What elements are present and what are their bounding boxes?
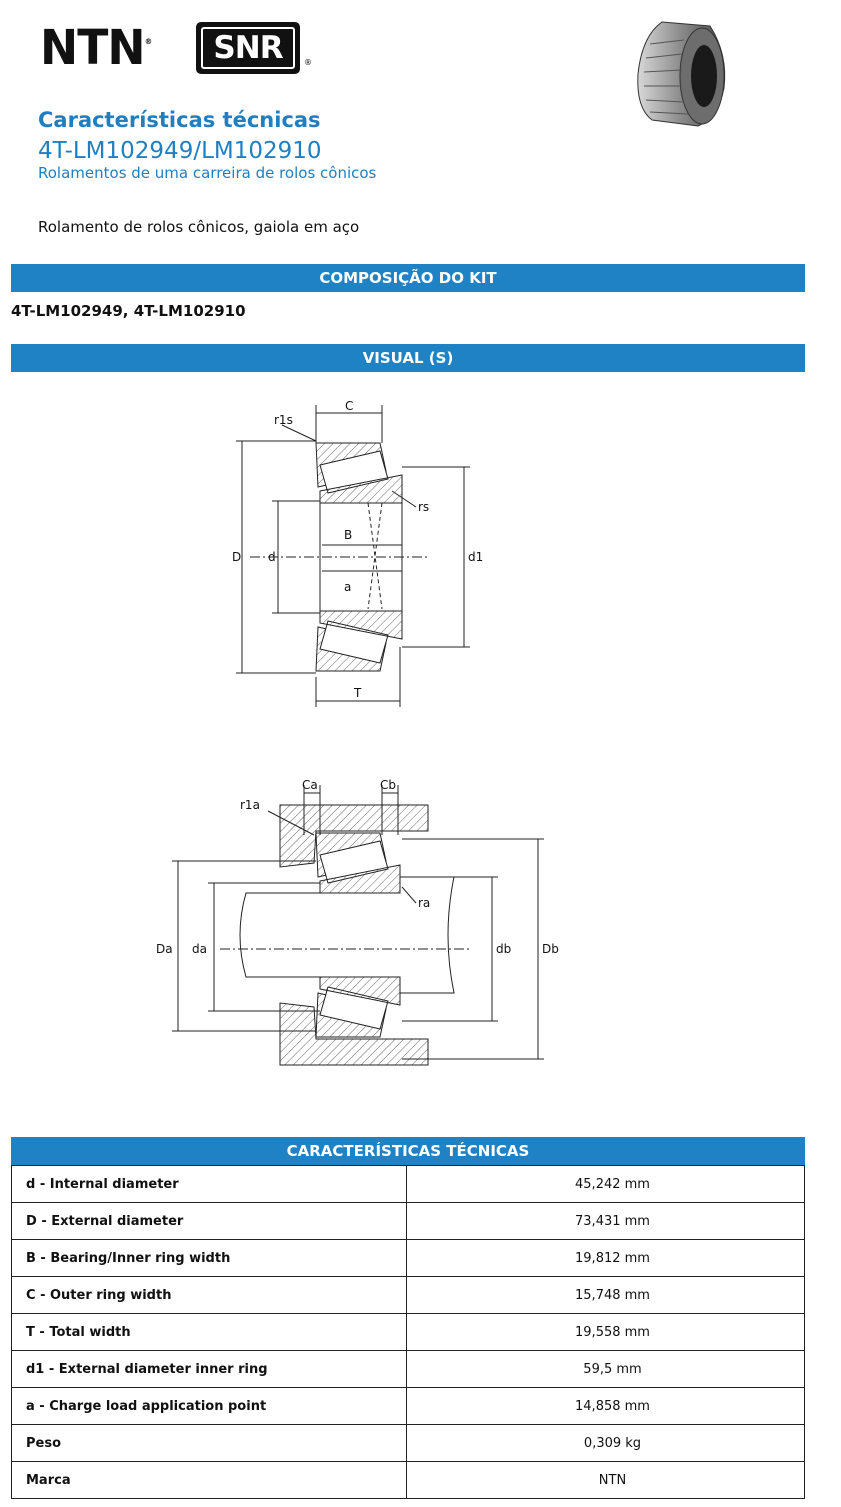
spec-label: d1 - External diameter inner ring xyxy=(11,1350,407,1388)
product-reference: 4T-LM102949/LM102910 xyxy=(38,138,322,164)
dim-label-D: D xyxy=(232,550,241,564)
dim-label-Cb: Cb xyxy=(380,778,396,792)
snr-logo: SNR xyxy=(196,22,300,74)
dim-label-a: a xyxy=(344,580,351,594)
ntn-logo: NTN® xyxy=(40,20,153,76)
bearing-product-image xyxy=(637,21,726,127)
dim-label-r1a: r1a xyxy=(240,798,260,812)
dim-label-db: db xyxy=(496,942,511,956)
spec-label: d - Internal diameter xyxy=(11,1165,407,1203)
kit-section-header: COMPOSIÇÃO DO KIT xyxy=(11,264,805,292)
dim-label-d1: d1 xyxy=(468,550,483,564)
bearing-dimension-drawing: C r1s rs D d d1 B a T xyxy=(232,399,483,707)
spec-label: C - Outer ring width xyxy=(11,1276,407,1314)
snr-registered-mark: ® xyxy=(304,58,312,67)
spec-value: 19,558 mm xyxy=(406,1313,805,1351)
dim-label-C: C xyxy=(345,399,353,413)
spec-value: 73,431 mm xyxy=(406,1202,805,1240)
product-subtitle: Rolamentos de uma carreira de rolos côni… xyxy=(38,164,377,182)
spec-value: 19,812 mm xyxy=(406,1239,805,1277)
spec-label: Marca xyxy=(11,1461,407,1499)
spec-label: a - Charge load application point xyxy=(11,1387,407,1425)
spec-value: 59,5 mm xyxy=(406,1350,805,1388)
page-title: Características técnicas xyxy=(38,108,321,132)
dim-label-Db: Db xyxy=(542,942,559,956)
specs-section-header: CARACTERÍSTICAS TÉCNICAS xyxy=(11,1137,805,1165)
dim-label-r1s: r1s xyxy=(274,413,293,427)
visual-section-header: VISUAL (S) xyxy=(11,344,805,372)
dim-label-Da: Da xyxy=(156,942,173,956)
spec-value: 45,242 mm xyxy=(406,1165,805,1203)
spec-label: D - External diameter xyxy=(11,1202,407,1240)
ntn-logo-text: NTN xyxy=(40,20,146,76)
dim-label-rs: rs xyxy=(418,500,429,514)
kit-parts: 4T-LM102949, 4T-LM102910 xyxy=(11,302,246,320)
spec-value: 15,748 mm xyxy=(406,1276,805,1314)
dim-label-T: T xyxy=(353,686,362,700)
dim-label-B: B xyxy=(344,528,352,542)
spec-value: NTN xyxy=(406,1461,805,1499)
dim-label-da: da xyxy=(192,942,207,956)
ntn-registered-mark: ® xyxy=(144,37,153,46)
dim-label-d: d xyxy=(268,550,276,564)
mounting-dimension-drawing: Ca Cb r1a ra Da da db Db xyxy=(156,778,559,1066)
product-description: Rolamento de rolos cônicos, gaiola em aç… xyxy=(38,218,360,236)
spec-value: 14,858 mm xyxy=(406,1387,805,1425)
spec-label: B - Bearing/Inner ring width xyxy=(11,1239,407,1277)
dim-label-ra: ra xyxy=(418,896,430,910)
spec-label: Peso xyxy=(11,1424,407,1462)
snr-logo-text: SNR xyxy=(201,27,295,69)
dim-label-Ca: Ca xyxy=(302,778,318,792)
spec-label: T - Total width xyxy=(11,1313,407,1351)
spec-value: 0,309 kg xyxy=(406,1424,805,1462)
